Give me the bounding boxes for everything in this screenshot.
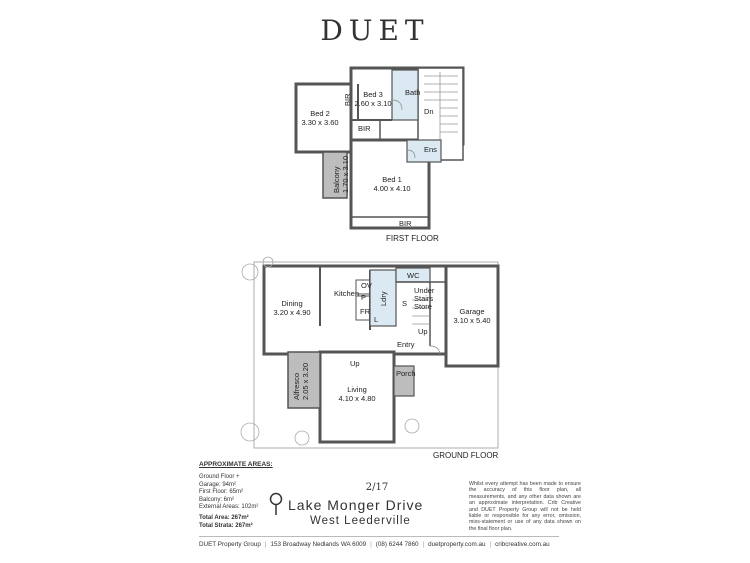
area-line: First Floor: 65m² — [199, 489, 244, 496]
living-name: Living — [347, 385, 367, 394]
porch-label: Porch — [396, 369, 416, 378]
stair-up-label: Up — [418, 327, 428, 336]
fridge-label: FR — [360, 307, 371, 316]
area-line: Garage: 94m² — [199, 481, 237, 488]
under-stairs-line3: Store — [414, 302, 432, 311]
disclaimer: Whilst every attempt has been made to en… — [469, 481, 581, 532]
bed2-name: Bed 2 — [310, 109, 330, 118]
bir-label-bed2: BIR — [343, 93, 352, 106]
ground-floor-label: GROUND FLOOR — [433, 451, 499, 460]
pantry-label: P — [361, 293, 366, 302]
footer-site-duet[interactable]: duetproperty.com.au — [428, 541, 486, 548]
balcony-name: Balcony — [332, 166, 341, 193]
address-street: Lake Monger Drive — [288, 497, 424, 513]
dining-dims: 3.20 x 4.90 — [273, 308, 310, 317]
bed3-name: Bed 3 — [363, 90, 383, 99]
bed3-dims: 2.60 x 3.10 — [354, 99, 391, 108]
brand-logo: DUET — [320, 14, 430, 47]
bed1-name: Bed 1 — [382, 175, 402, 184]
alfresco-dims: 2.05 x 3.20 — [301, 363, 310, 400]
living-up-label: Up — [350, 359, 360, 368]
address-suburb: West Leederville — [310, 515, 411, 527]
bir-label-bed3: BIR — [358, 124, 371, 133]
ens-label: Ens — [424, 145, 437, 154]
total-strata: Total Strata: 267m² — [199, 522, 253, 529]
address-unit: 2/17 — [365, 482, 389, 493]
bir-label-bed1: BIR — [399, 219, 412, 228]
tree-icon — [240, 256, 420, 446]
entry-label: Entry — [397, 340, 415, 349]
bed2-dims: 3.30 x 3.60 — [301, 118, 338, 127]
dn-label: Dn — [424, 107, 434, 116]
laundry-label: Ldry — [379, 291, 388, 306]
first-floor-label: FIRST FLOOR — [386, 234, 439, 243]
linen-label: L — [374, 315, 378, 324]
footer-site-crib[interactable]: cribcreative.com.au — [495, 541, 550, 548]
location-pin-icon — [269, 492, 283, 515]
store-s-label: S — [402, 299, 407, 308]
balcony-dims: 1.70 x 3.10 — [341, 156, 350, 193]
kitchen-label: Kitchen — [334, 289, 359, 298]
garage-name: Garage — [459, 307, 484, 316]
under-stairs-line2: Stairs — [414, 294, 433, 303]
areas-heading: APPROXIMATE AREAS: — [199, 461, 273, 468]
approximate-areas: APPROXIMATE AREAS: Ground Floor + Garage… — [199, 461, 309, 530]
garage-dims: 3.10 x 5.40 — [453, 316, 490, 325]
ground-floor-plan — [253, 261, 500, 449]
footer-street: 153 Broadway Nedlands WA 6009 — [270, 541, 367, 548]
footer-company: DUET Property Group — [199, 541, 261, 548]
footer: DUET Property Group|153 Broadway Nedland… — [199, 541, 550, 548]
area-line: External Areas: 102m² — [199, 504, 259, 511]
total-area: Total Area: 267m² — [199, 515, 249, 522]
footer-phone: (08) 6244 7860 — [375, 541, 419, 548]
first-floor-plan — [294, 66, 465, 230]
living-dims: 4.10 x 4.80 — [338, 394, 375, 403]
alfresco-name: Alfresco — [292, 373, 301, 400]
ov-label: OV — [361, 281, 372, 290]
area-line: Ground Floor + — [199, 474, 240, 481]
footer-divider — [199, 536, 559, 537]
area-line: Balcony: 6m² — [199, 496, 235, 503]
bath-label: Bath — [405, 88, 420, 97]
dining-name: Dining — [281, 299, 302, 308]
wc-label: WC — [407, 271, 420, 280]
under-stairs-line1: Under — [414, 286, 435, 295]
bed1-dims: 4.00 x 4.10 — [373, 184, 410, 193]
